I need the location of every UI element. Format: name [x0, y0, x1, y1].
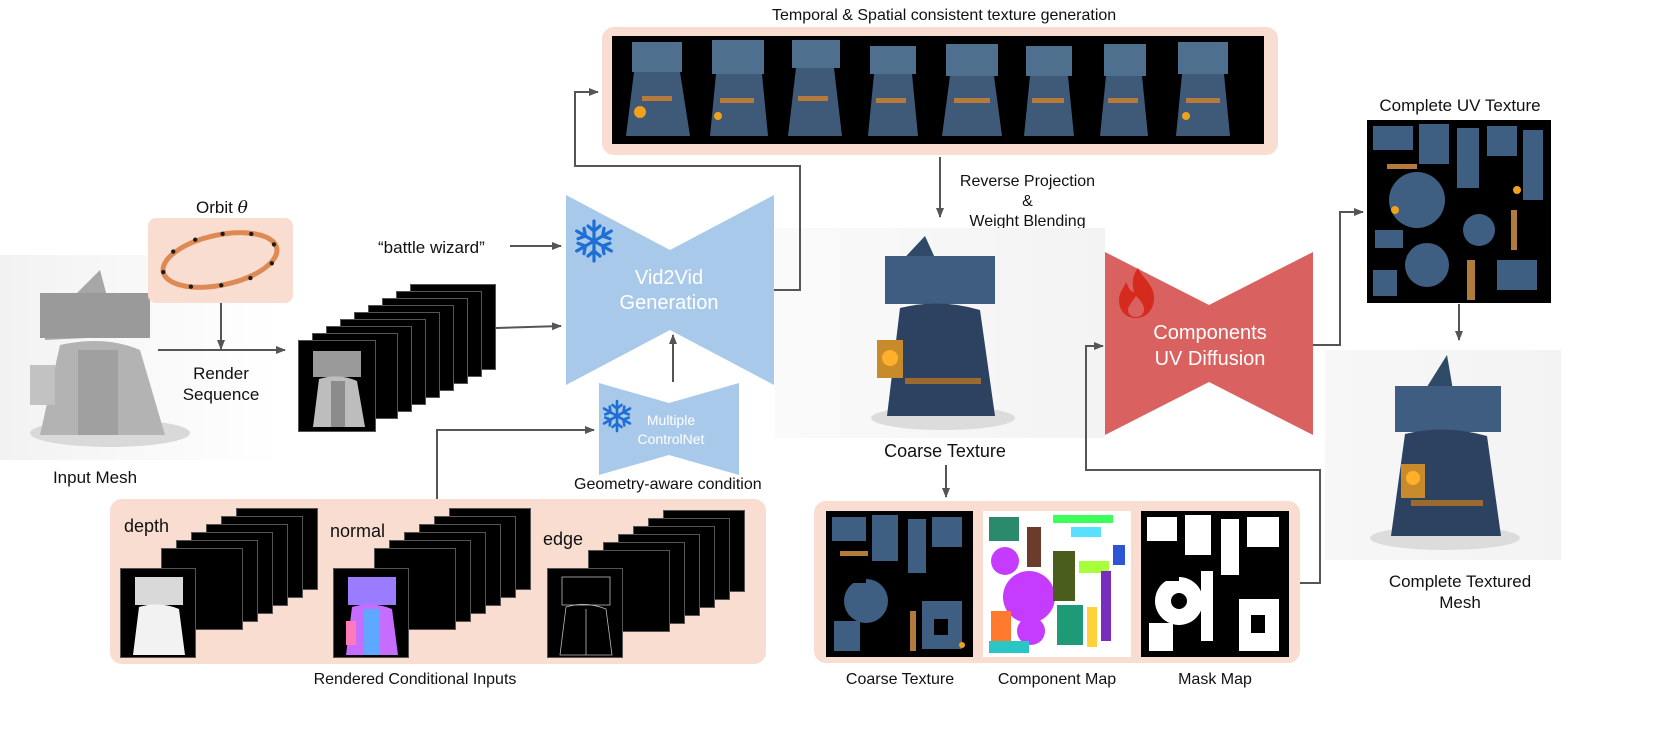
- theta-symbol: θ: [237, 198, 248, 218]
- mask-map-label: Mask Map: [1178, 671, 1252, 688]
- render-sequence-line1: Render: [193, 364, 249, 383]
- multiview-frames: [612, 36, 1264, 144]
- mask-map-image: [1141, 511, 1289, 657]
- geometry-condition-label: Geometry-aware condition: [574, 476, 762, 493]
- controlnet-snowflake-icon: [599, 398, 635, 434]
- edge-label: edge: [543, 529, 584, 549]
- complete-mesh-line2: Mesh: [1439, 593, 1481, 612]
- uv-diffusion-line2: UV Diffusion: [1154, 348, 1266, 370]
- vid2vid-label: Vid2Vid Generation: [594, 266, 744, 316]
- multiple-controlnet-block: [599, 383, 739, 475]
- normal-stack: [333, 508, 533, 660]
- uv-diffusion-label: Components UV Diffusion: [1130, 320, 1290, 372]
- component-map-label: Component Map: [997, 671, 1117, 688]
- controlnet-line2: ControlNet: [637, 431, 705, 447]
- depth-label: depth: [124, 516, 170, 536]
- snowflake-icon: [572, 218, 616, 264]
- controlnet-label: Multiple ControlNet: [622, 411, 720, 449]
- reverse-projection-label: Reverse Projection & Weight Blending: [950, 172, 1105, 232]
- uv-diffusion-line1: Components: [1153, 322, 1267, 344]
- coarse-texture-map-label: Coarse Texture: [845, 671, 955, 688]
- rendered-inputs-label: Rendered Conditional Inputs: [313, 671, 517, 688]
- complete-textured-mesh-image: [1325, 350, 1561, 560]
- input-mesh-label: Input Mesh: [52, 468, 138, 487]
- prompt-text: “battle wizard”: [378, 238, 485, 257]
- temporal-title: Temporal & Spatial consistent texture ge…: [772, 7, 1117, 24]
- reverse-line1: Reverse Projection: [959, 173, 1096, 190]
- orbit-text: Orbit: [196, 198, 233, 217]
- vid2vid-line1: Vid2Vid: [634, 267, 704, 289]
- edge-stack: [547, 510, 747, 660]
- complete-uv-label: Complete UV Texture: [1379, 96, 1541, 115]
- orbit-label: Orbit θ: [196, 198, 248, 218]
- complete-mesh-label: Complete Textured Mesh: [1362, 571, 1558, 613]
- orbit-panel: [148, 218, 293, 303]
- complete-uv-texture-image: [1367, 120, 1551, 303]
- depth-stack: [120, 508, 320, 660]
- complete-mesh-line1: Complete Textured: [1388, 572, 1532, 591]
- render-sequence-label: Render Sequence: [175, 363, 267, 405]
- components-uv-diffusion-block: [1105, 252, 1313, 435]
- coarse-texture-mesh-label: Coarse Texture: [884, 441, 1006, 461]
- render-sequence-stack: [298, 284, 498, 434]
- reverse-line2: &: [1022, 193, 1033, 210]
- controlnet-line1: Multiple: [646, 412, 696, 428]
- coarse-textured-mesh-image: [775, 228, 1105, 438]
- component-map-image: [983, 511, 1131, 657]
- flame-icon: [1116, 266, 1158, 320]
- coarse-texture-map-image: [826, 511, 973, 657]
- normal-label: normal: [330, 521, 386, 541]
- vid2vid-line2: Generation: [619, 292, 719, 314]
- render-sequence-line2: Sequence: [182, 385, 260, 404]
- reverse-line3: Weight Blending: [969, 213, 1086, 230]
- vid2vid-generation-block: [566, 195, 774, 385]
